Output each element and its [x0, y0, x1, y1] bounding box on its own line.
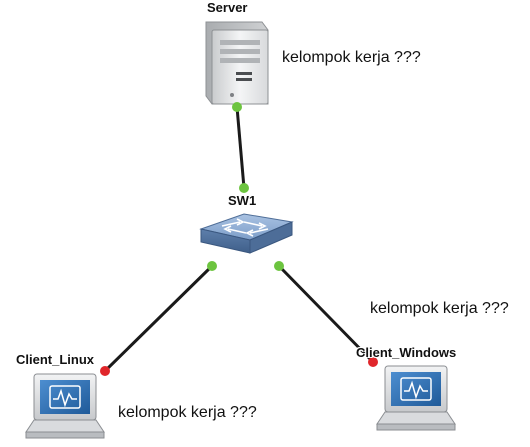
client-windows-label: Client_Windows	[356, 345, 457, 360]
server-label: Server	[207, 0, 248, 15]
switch-port-status-up	[239, 183, 249, 193]
link-switch-client-windows[interactable]	[277, 264, 375, 364]
client-linux-label: Client_Linux	[16, 352, 95, 367]
switch-icon[interactable]	[199, 213, 294, 254]
server-port-status-up	[232, 102, 242, 112]
switch-port-status-up	[207, 261, 217, 271]
link-switch-client-linux[interactable]	[103, 264, 214, 373]
client-linux-port-status-down	[100, 366, 110, 376]
link-server-switch[interactable]	[235, 106, 246, 189]
client-windows-laptop-icon[interactable]	[376, 365, 456, 431]
client-linux-note: kelompok kerja ???	[118, 404, 257, 421]
client-linux-laptop-icon[interactable]	[25, 373, 105, 439]
client-windows-note: kelompok kerja ???	[370, 300, 509, 317]
server-note: kelompok kerja ???	[282, 49, 421, 66]
client-windows-port-status-down	[368, 357, 378, 367]
switch-label: SW1	[228, 193, 257, 208]
server-icon[interactable]	[205, 21, 269, 105]
switch-port-status-up	[274, 261, 284, 271]
